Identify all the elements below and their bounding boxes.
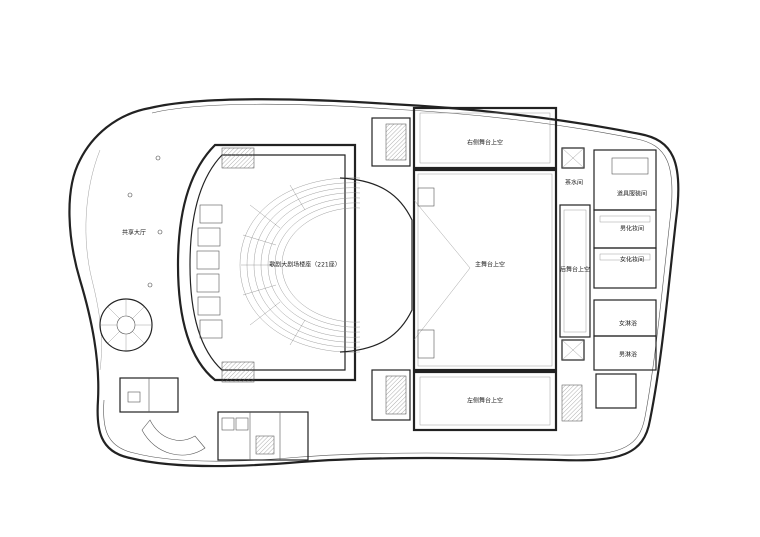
stage-cores bbox=[371, 117, 585, 422]
auditorium-shell-inner bbox=[189, 154, 346, 371]
left-stage-label: 左侧舞台上空 bbox=[467, 397, 503, 405]
back-stage-box bbox=[559, 204, 591, 338]
proscenium-curve bbox=[339, 177, 413, 353]
seating-radials bbox=[241, 184, 306, 346]
main-stage-label: 主舞台上空 bbox=[475, 261, 505, 269]
auditorium-label: 歌剧大剧场楼座（221座） bbox=[269, 261, 340, 269]
female-shower-label: 女淋浴 bbox=[619, 320, 637, 328]
lobby-columns bbox=[127, 155, 163, 288]
east-rooms bbox=[593, 149, 657, 409]
spiral-stair bbox=[99, 298, 153, 352]
stage-sightlines bbox=[413, 199, 471, 341]
west-glazing bbox=[85, 149, 102, 371]
male-dressing-label: 男化妆间 bbox=[620, 225, 644, 233]
left-stage-box bbox=[412, 370, 558, 432]
lobby-label: 共享大厅 bbox=[122, 229, 146, 237]
building-outline-inner bbox=[103, 103, 673, 462]
costume-room-label: 道具服装间 bbox=[617, 190, 647, 198]
male-shower-label: 男淋浴 bbox=[619, 351, 637, 359]
main-stage-box bbox=[412, 168, 558, 372]
lobby-ramp bbox=[141, 419, 206, 456]
auditorium-shell bbox=[176, 143, 357, 382]
right-stage-label: 右侧舞台上空 bbox=[467, 139, 503, 147]
side-boxes bbox=[196, 204, 223, 339]
back-stage-label: 后舞台上空 bbox=[560, 266, 590, 274]
water-room-label: 茶水间 bbox=[565, 179, 583, 187]
right-stage-box bbox=[412, 106, 558, 170]
female-dressing-label: 女化妆间 bbox=[620, 256, 644, 264]
bottom-core bbox=[217, 411, 309, 461]
auditorium-stairs bbox=[221, 147, 255, 383]
building-outline bbox=[68, 98, 680, 468]
lower-left-core bbox=[119, 377, 179, 413]
